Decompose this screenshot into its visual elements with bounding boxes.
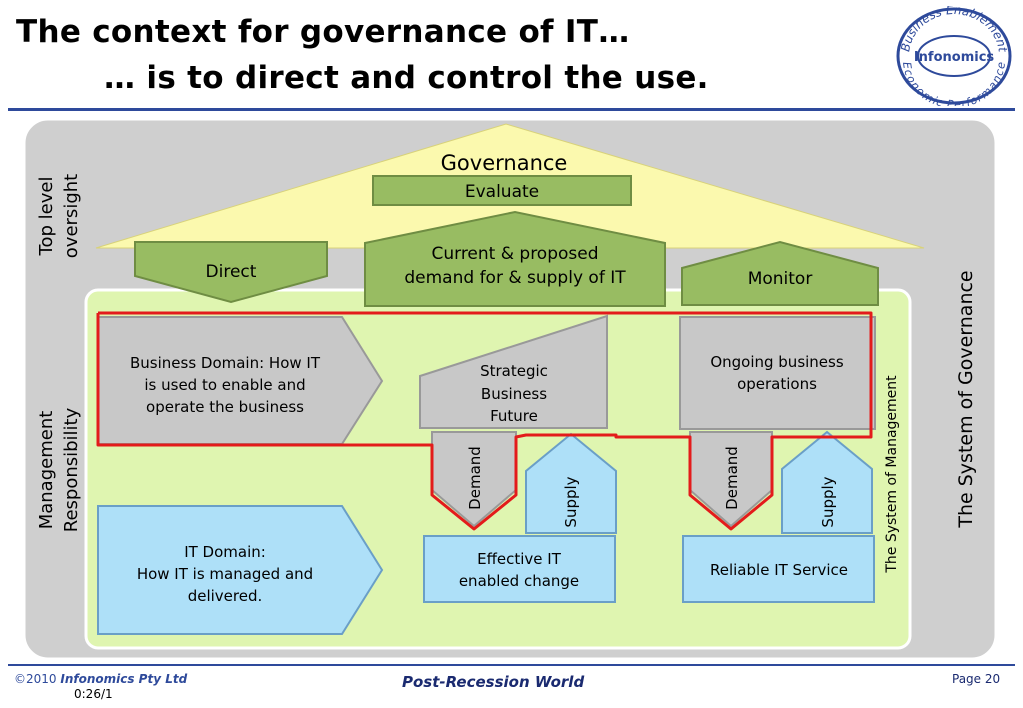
infonomics-logo: Business Enablement Infonomics Economic … — [896, 6, 1012, 106]
supply-label-left: Supply — [562, 476, 580, 527]
evaluate-box — [372, 175, 632, 206]
it-domain-shape — [97, 505, 384, 635]
footer-copyright: ©2010 Infonomics Pty Ltd — [14, 672, 187, 686]
system-of-management-label: The System of Management — [884, 375, 900, 574]
business-domain-line-3: operate the business — [146, 398, 304, 416]
top-level-oversight-line-2: oversight — [61, 174, 82, 258]
footer-rule — [8, 664, 1015, 666]
page-title-line-2: … is to direct and control the use. — [104, 60, 709, 96]
footer-code: 0:26/1 — [74, 687, 113, 701]
current-proposed-line-2: demand for & supply of IT — [404, 268, 626, 288]
reliable-service-box — [682, 535, 875, 603]
reliable-service-label: Reliable IT Service — [710, 561, 848, 579]
strategic-future-line-3: Future — [490, 407, 538, 425]
top-level-oversight-line-1: Top level — [36, 177, 57, 257]
page-title-line-1: The context for governance of IT… — [16, 14, 630, 50]
business-domain-line-2: is used to enable and — [144, 376, 305, 394]
effective-change-line-2: enabled change — [459, 572, 579, 590]
business-domain-line-1: Business Domain: How IT — [130, 354, 321, 372]
direct-label: Direct — [206, 262, 257, 282]
copyright-year: ©2010 — [14, 672, 57, 686]
company-name: Infonomics Pty Ltd — [60, 672, 188, 686]
strategic-future-line-1: Strategic — [480, 362, 548, 380]
demand-label-right: Demand — [723, 446, 741, 510]
it-domain-line-1: IT Domain: — [184, 543, 266, 561]
management-responsibility-line-2: Responsibility — [61, 407, 82, 532]
page-number: Page 20 — [952, 672, 1001, 686]
strategic-future-shape — [419, 314, 608, 429]
it-domain-line-3: delivered. — [188, 587, 263, 605]
current-proposed-line-1: Current & proposed — [431, 244, 598, 264]
title-rule — [8, 108, 1015, 111]
it-domain-line-2: How IT is managed and — [137, 565, 313, 583]
system-of-governance-label: The System of Governance — [955, 270, 977, 528]
management-responsibility-line-1: Management — [36, 411, 57, 530]
governance-label: Governance — [441, 151, 568, 175]
direct-shape — [134, 241, 328, 304]
logo-center-text: Infonomics — [914, 50, 995, 65]
monitor-label: Monitor — [748, 269, 813, 289]
supply-arrow-right — [781, 430, 873, 534]
footer-title: Post-Recession World — [402, 673, 585, 691]
strategic-future-line-2: Business — [481, 385, 547, 403]
ongoing-operations-line-1: Ongoing business — [710, 353, 844, 371]
supply-arrow-left — [525, 432, 617, 534]
monitor-shape — [681, 240, 879, 306]
ongoing-operations-line-2: operations — [737, 375, 817, 393]
ongoing-operations-shape — [679, 316, 876, 430]
management-boundary-line — [96, 311, 873, 531]
supply-label-right: Supply — [819, 476, 837, 527]
current-proposed-shape — [364, 210, 666, 307]
effective-change-line-1: Effective IT — [477, 550, 562, 568]
effective-change-box — [423, 535, 616, 603]
demand-label-left: Demand — [466, 446, 484, 510]
evaluate-label: Evaluate — [465, 182, 539, 202]
